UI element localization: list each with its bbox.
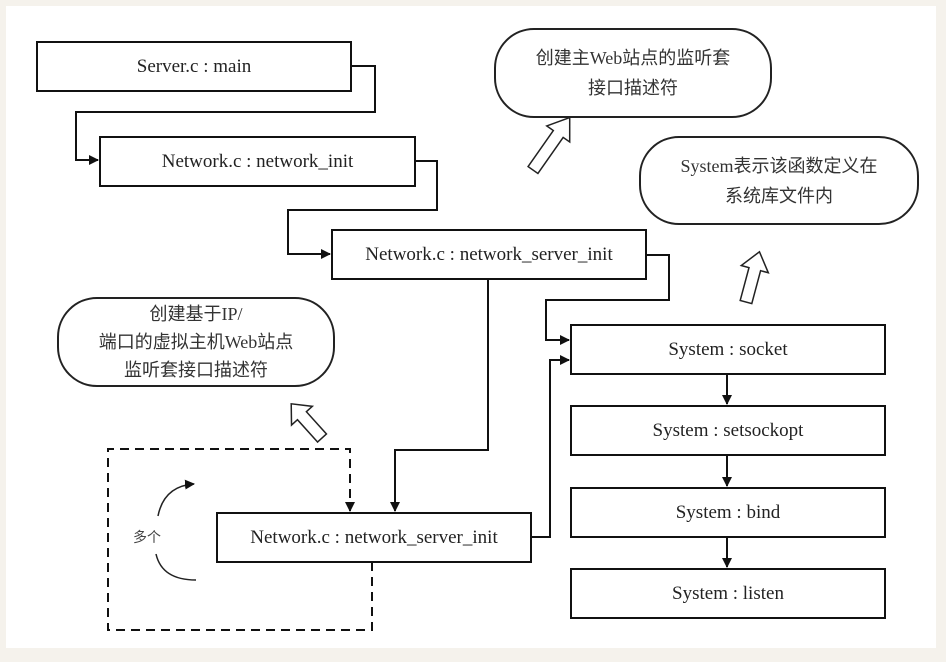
diagram-canvas: Server.c : main Network.c : network_init… <box>6 6 936 648</box>
node-system-socket: System : socket <box>570 324 886 375</box>
connector-server-init-to-socket <box>545 254 670 345</box>
note-line: 创建主Web站点的监听套 <box>535 48 731 68</box>
node-network-server-init-vhost: Network.c : network_server_init <box>216 512 532 563</box>
node-system-listen: System : listen <box>570 568 886 619</box>
dashed-loop-connector <box>107 448 373 631</box>
node-network-server-init-main: Network.c : network_server_init <box>331 229 647 280</box>
hollow-arrow-to-main-site-note-icon <box>527 116 571 175</box>
connector-server-init-to-vhost <box>390 279 489 512</box>
note-line: 创建基于IP/ <box>149 304 243 324</box>
node-system-setsockopt: System : setsockopt <box>570 405 886 456</box>
connectors-layer <box>75 65 770 631</box>
note-main-site-listener: 创建主Web站点的监听套 接口描述符 <box>494 28 772 118</box>
node-network-init: Network.c : network_init <box>99 136 416 187</box>
connector-vhost-to-socket <box>530 355 570 538</box>
note-system-definition: System表示该函数定义在 系统库文件内 <box>639 136 919 225</box>
node-system-bind: System : bind <box>570 487 886 538</box>
note-vhost-listener: 创建基于IP/ 端口的虚拟主机Web站点 监听套接口描述符 <box>57 297 335 387</box>
note-line: System表示该函数定义在 <box>680 155 878 176</box>
connector-main-to-network-init <box>75 65 376 165</box>
connector-network-init-to-server-init <box>287 160 438 259</box>
node-server-main: Server.c : main <box>36 41 352 92</box>
hollow-arrow-to-vhost-note-icon <box>290 402 328 444</box>
note-line: 系统库文件内 <box>725 185 833 206</box>
note-line: 监听套接口描述符 <box>124 360 268 380</box>
loop-curve-upper-arrow-icon <box>157 479 195 517</box>
note-line: 接口描述符 <box>588 78 678 98</box>
hollow-arrow-to-system-note-icon <box>739 250 770 305</box>
loop-multiple-label: 多个 <box>133 531 161 546</box>
loop-curve-lower-icon <box>155 553 197 581</box>
note-line: 端口的虚拟主机Web站点 <box>98 332 294 352</box>
